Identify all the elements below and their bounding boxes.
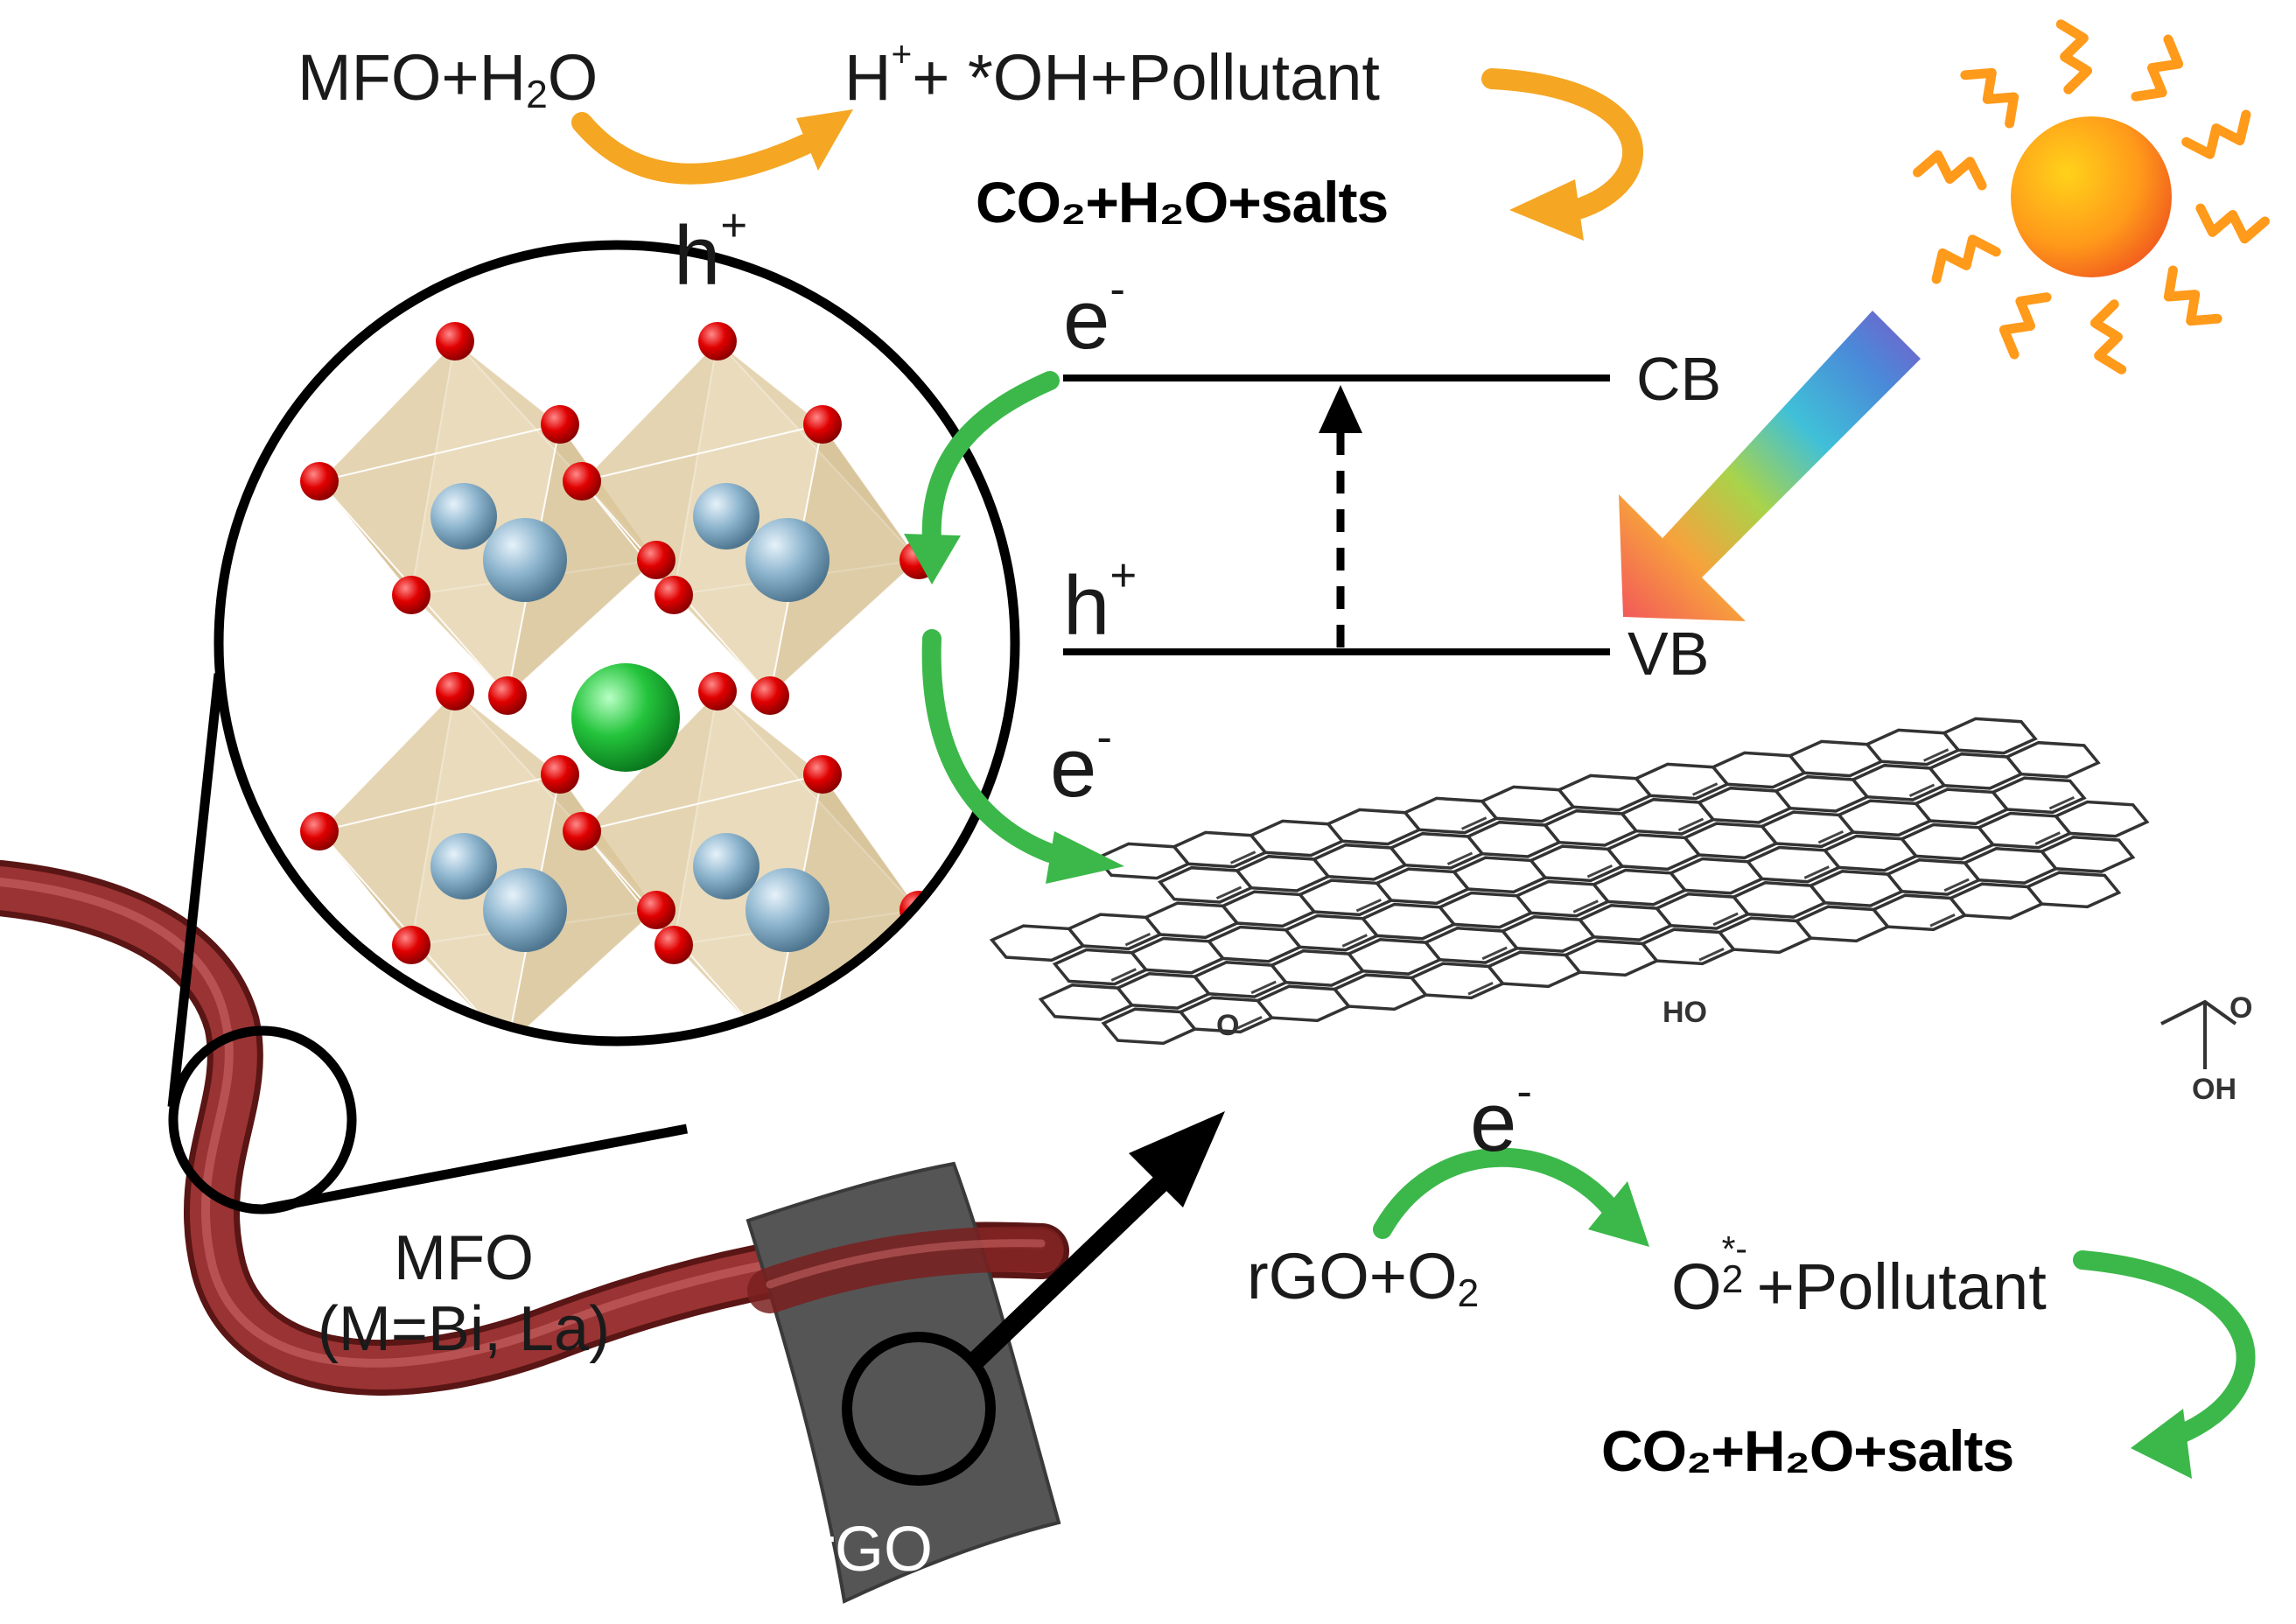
metal-atom [483,518,567,602]
metal-atom [746,518,830,602]
a-site-atom [571,663,680,772]
sun-ray [1931,234,2001,284]
bottom-reactant: rGO+O2 [1247,1240,1480,1315]
hole-reaction-arrows [571,68,1643,220]
sun-ray [1960,67,2020,129]
light-beam-arrow [1619,311,1921,621]
mfo-label: MFO(M=Bi, La) [317,1223,611,1364]
oxygen-atom [654,576,693,614]
oxygen-atom [654,926,693,964]
oxygen-atom [541,755,579,794]
oxygen-atom [563,462,601,500]
oxygen-atom [563,812,601,850]
oxygen-atom [803,755,842,794]
mfo-fiber [0,860,1069,1396]
graphene-ring [2025,871,2122,909]
top-product: H++ *OH+Pollutant [844,33,1380,114]
oxygen-atom [300,812,339,850]
oxygen-atom [300,462,339,500]
graphene-ring [2053,800,2150,838]
sun-ray [2163,265,2222,326]
graphene-ring [2039,836,2136,873]
graphene-ring [1942,717,2038,755]
bottom-product: O*-2+Pollutant [1671,1228,2047,1323]
sun-ray [2090,299,2127,374]
graphene-ring [1990,776,2087,815]
crystal-zoom-circle [214,240,1020,1046]
rgo-zoom-circle [842,1332,996,1486]
rgo-sheet-label: rGO [814,1515,933,1585]
oxygen-atom [488,676,527,715]
top-hole-label: h+ [674,199,748,303]
band-diagram [1063,374,1610,655]
metal-atom [693,483,760,550]
oxygen-atom [637,541,676,579]
metal-atom [746,868,830,952]
oxygen-atom [751,1026,789,1041]
oxygen-atom [751,676,789,715]
oxygen-atom [637,891,676,929]
sun-ray [2131,34,2184,102]
sun-ray [2181,109,2251,159]
graphene-ring [2004,740,2101,779]
oxygen-atom [541,405,579,444]
metal-atom [483,868,567,952]
sun-ray [2195,203,2270,244]
metal-atom [430,483,497,550]
graphene-group-oh: OH [2192,1073,2236,1106]
metal-atom [430,833,497,900]
vb-label: VB [1628,620,1710,688]
oxygen-atom [436,672,474,710]
graphene-group-carbonyl-o: O [2230,991,2253,1025]
graphene-sheet [989,717,2237,1069]
sun-ray [1913,150,1987,191]
carboxyl-bond [2160,999,2237,1069]
electron-transfer-arrows [921,371,2256,1445]
sun-icon [1913,19,2270,374]
metal-atom [693,833,760,900]
bottom-electron-label: e- [1470,1065,1532,1169]
oxygen-atom [436,322,474,360]
graphene-group-ho: HO [1662,996,1707,1029]
vb-hole-label: h+ [1063,549,1138,653]
transfer-electron-label: e- [1050,710,1112,815]
oxygen-atom [392,576,430,614]
bottom-final-products: CO₂+H₂O+salts [1601,1418,2014,1483]
oxygen-atom [392,926,430,964]
cb-electron-label: e- [1063,262,1125,367]
graphene-group-o: O [1216,1009,1240,1042]
oxygen-atom [698,672,737,710]
sun-ray [1998,292,2052,360]
oxygen-atom [803,405,842,444]
oxygen-atom [698,322,737,360]
top-reactant: MFO+H2O [298,41,598,116]
top-final-products: CO₂+H₂O+salts [976,170,1389,234]
sun-ray [2055,19,2092,94]
rgo-zoom-arrow [969,1152,1193,1368]
cb-label: CB [1636,345,1722,413]
perovskite-crystal [214,240,1020,1046]
